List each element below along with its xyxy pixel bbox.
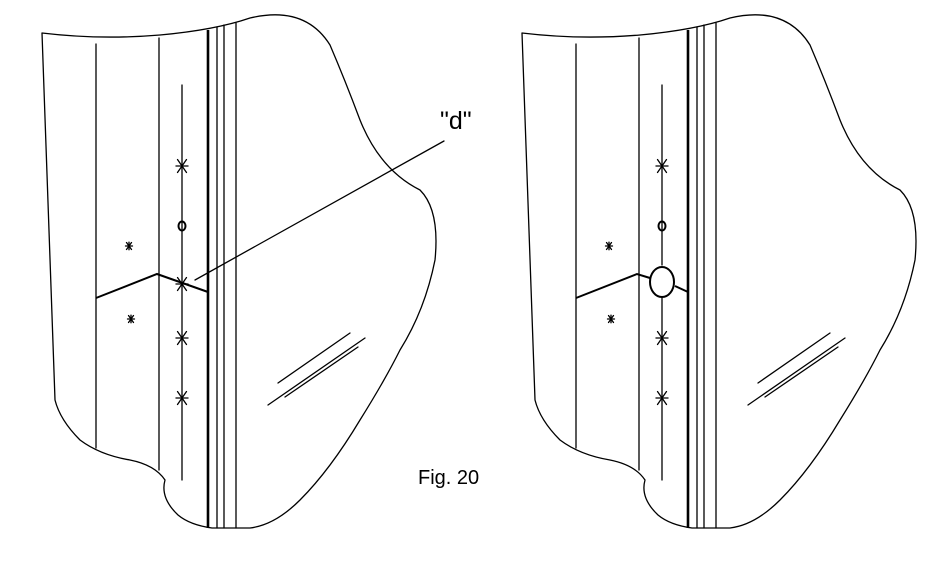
right-seam-star <box>606 314 616 324</box>
right-small-circle <box>657 220 667 232</box>
left-panel-outline <box>41 14 437 529</box>
callout-leader-line <box>194 140 445 281</box>
right-seam-star <box>604 241 614 251</box>
left-glass-line-2 <box>267 337 366 406</box>
right-large-circle <box>649 266 675 298</box>
left-small-circle <box>177 220 187 232</box>
left-glass-line-1 <box>277 332 351 384</box>
left-seam-star <box>126 314 136 324</box>
right-panel-outline <box>521 14 917 529</box>
right-glass-line-3 <box>764 346 839 398</box>
left-panel-drawing <box>41 14 445 529</box>
right-panel-seam-end <box>674 285 689 293</box>
right-glass-line-1 <box>757 332 831 384</box>
left-panel-seam <box>95 272 209 299</box>
left-glass-line-3 <box>284 346 359 398</box>
right-panel-drawing <box>521 14 917 529</box>
right-panel-seam <box>575 272 651 299</box>
figure-caption: Fig. 20 <box>418 467 479 489</box>
callout-label: "d" <box>440 107 472 135</box>
right-glass-line-2 <box>747 337 846 406</box>
left-seam-star <box>124 241 134 251</box>
